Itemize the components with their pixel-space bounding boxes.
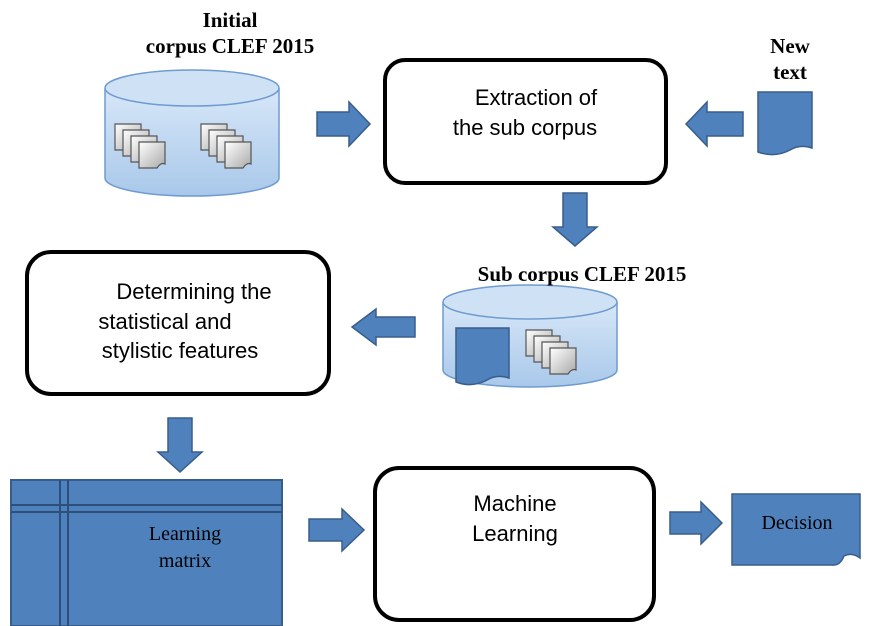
right-arrow-icon bbox=[316, 100, 372, 148]
extraction-label-line-1: Extraction of bbox=[474, 85, 598, 110]
initial-corpus-database-icon bbox=[104, 69, 280, 197]
left-arrow-icon bbox=[350, 307, 416, 347]
features-label-line-2: statistical and bbox=[98, 308, 232, 334]
document-icon bbox=[757, 91, 813, 156]
initial-corpus-label-line-1: Initial bbox=[202, 8, 258, 32]
sub-corpus-label: Sub corpus CLEF 2015 bbox=[432, 261, 732, 287]
features-label: Determining the statistical and stylisti… bbox=[40, 277, 320, 366]
learning-matrix-label-line-1: Learning bbox=[148, 523, 222, 545]
machine-learning-label: Machine Learning bbox=[425, 489, 605, 548]
learning-matrix-table bbox=[10, 479, 283, 626]
decision-document-icon bbox=[731, 493, 861, 566]
new-text-label-line-1: New bbox=[770, 34, 810, 58]
right-arrow-icon bbox=[669, 500, 724, 546]
sub-corpus-label-text: Sub corpus CLEF 2015 bbox=[477, 262, 687, 286]
extraction-box bbox=[383, 58, 668, 185]
new-text-label: New text bbox=[750, 33, 830, 86]
machine-learning-label-line-2: Learning bbox=[472, 520, 558, 546]
extraction-label-line-2: the sub corpus bbox=[452, 114, 598, 140]
left-arrow-icon bbox=[684, 100, 744, 148]
features-box bbox=[25, 250, 331, 396]
new-text-label-line-2: text bbox=[773, 60, 807, 85]
features-label-line-3: stylistic features bbox=[101, 338, 259, 364]
learning-matrix-label: Learning matrix bbox=[120, 521, 250, 575]
features-label-line-1: Determining the bbox=[116, 279, 272, 304]
decision-label-text: Decision bbox=[761, 512, 833, 534]
initial-corpus-label: Initial corpus CLEF 2015 bbox=[110, 7, 350, 60]
machine-learning-label-line-1: Machine bbox=[473, 491, 557, 516]
document-icon bbox=[455, 327, 510, 386]
down-arrow-icon bbox=[550, 192, 600, 247]
learning-matrix-label-line-2: matrix bbox=[158, 550, 212, 572]
right-arrow-icon bbox=[308, 507, 366, 553]
extraction-label: Extraction of the sub corpus bbox=[400, 83, 650, 142]
down-arrow-icon bbox=[156, 417, 204, 474]
initial-corpus-label-line-2: corpus CLEF 2015 bbox=[145, 34, 315, 59]
machine-learning-box bbox=[373, 466, 656, 622]
decision-label: Decision bbox=[742, 510, 852, 537]
